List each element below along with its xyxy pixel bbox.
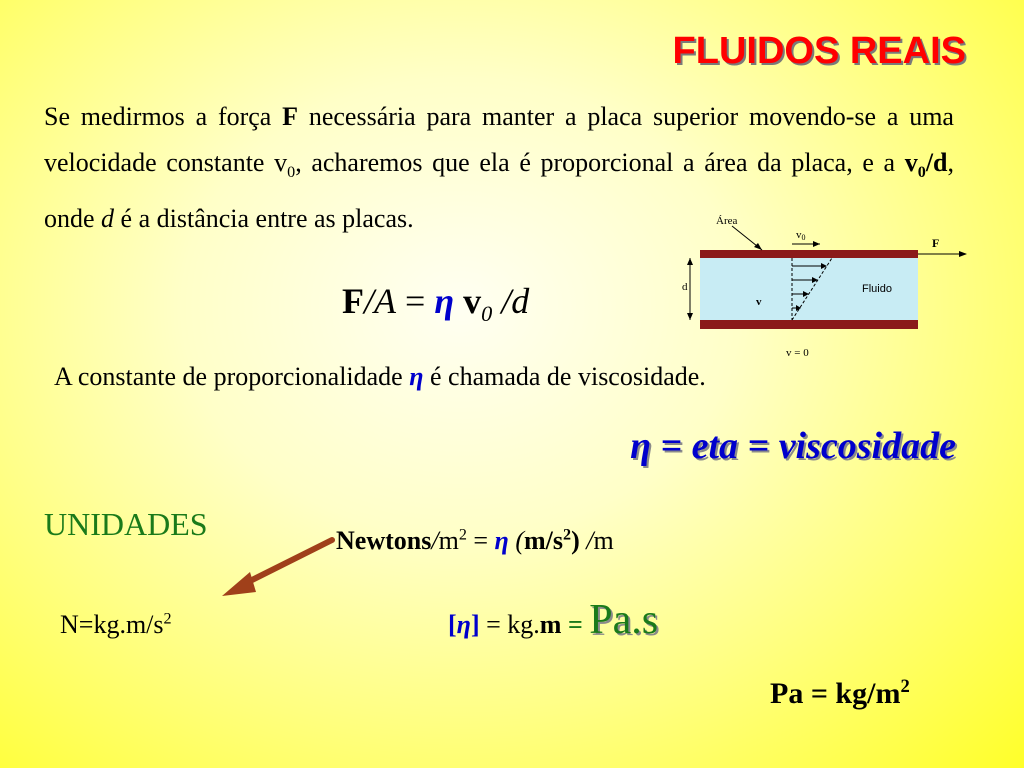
velocity-vector-1-head [821,263,827,269]
newton-definition-text: N=kg.m/s [60,610,164,639]
para-v0d-sub: 0 [917,164,926,182]
newtons-sup-2b: 2 [563,526,572,544]
v0-label-sub: 0 [802,233,806,242]
para-text-1: Se medirmos a força [44,102,283,131]
newtons-equals: = [466,526,495,555]
eta-units-equals-2: = [561,610,590,639]
eta-units-left-bracket: [ [448,610,457,639]
newton-definition-sup: 2 [163,610,172,628]
formula-slash-d: /d [492,281,530,321]
newtons-m2: m [593,526,614,555]
eta-definition: η = eta = viscosidade [630,425,956,467]
force-label: F [932,236,939,250]
para-force-symbol: F [282,102,299,131]
pascal-definition: Pa = kg/m2 [770,676,910,711]
constant-text-after: é chamada de viscosidade. [423,362,706,391]
v0-label: v0 [796,229,806,242]
eta-units-eta: η [456,610,471,639]
distance-label: d [682,281,688,293]
eta-units-equation: [η] = kg.m = Pa.s [448,596,658,644]
newtons-open-paren: ( [508,526,524,555]
velocity-profile [791,257,833,321]
pascal-definition-text: Pa = kg/m [770,677,901,710]
para-text-2: necessária para manter a placa superior … [44,102,954,177]
para-v0d: v0/d [904,148,948,181]
eta-units-right-bracket: ] [470,610,480,639]
slide-title: FLUIDOS REAIS [672,30,966,72]
newtons-slash-m: / [579,526,594,555]
velocity-label: v [756,296,762,308]
eta-units-equals: = kg. [479,610,540,639]
para-text-4: , onde [44,148,955,234]
para-sub-0: 0 [287,164,296,182]
upper-plate [700,250,918,258]
units-heading: UNIDADES [44,506,208,542]
formula-F: F [342,281,364,321]
newtons-slash: / [431,526,439,555]
newtons-m: m [438,526,459,555]
formula-v: v [454,281,482,321]
parallel-plates-diagram: Área v0 F d v Fluido v = 0 [682,215,967,359]
fluid-region [700,258,918,320]
para-v0d-d: /d [925,148,948,177]
distance-arrow-top [687,258,693,265]
newtons-ms: m/s [524,526,563,555]
fluid-label: Fluido [862,283,892,295]
zero-velocity-label: v = 0 [786,347,809,359]
newtons-equation: Newtons/m2 = η (m/s2) /m [336,526,614,556]
newtons-word: Newtons [336,526,432,555]
constant-sentence: A constante de proporcionalidade η é cha… [54,362,706,392]
velocity-vector-2-head [812,277,818,283]
newtons-sup-2: 2 [458,526,467,544]
newtons-eta: η [494,526,509,555]
para-text-3: , acharemos que ela é proporcional a áre… [295,148,905,177]
para-d-symbol: d [101,204,115,234]
para-text-5: é a distância entre as placas. [114,204,414,234]
formula-sub-0: 0 [481,301,493,327]
pascal-second: Pa.s [589,597,659,643]
constant-text-before: A constante de proporcionalidade [54,362,410,391]
v0-label-v: v [796,229,802,241]
pointer-arrow [222,537,335,596]
intro-paragraph: Se medirmos a força F necessária para ma… [44,94,954,242]
velocity-vector-3-head [803,291,809,297]
v0-arrow-head [813,241,820,247]
formula-slash-A: /A [364,281,396,321]
newtons-close-paren: ) [571,526,580,555]
distance-arrow-bottom [687,313,693,320]
lower-plate [700,320,918,329]
force-arrow-head [959,251,967,257]
viscosity-formula: F/A = η v0 /d [342,280,529,327]
eta-units-m: m [539,610,562,639]
pointer-arrow-shaft [237,537,335,589]
newton-definition: N=kg.m/s2 [60,610,172,640]
area-pointer-head [754,243,762,250]
pointer-arrow-head [222,572,256,596]
area-label: Área [716,215,737,227]
velocity-vector-4-head [796,305,801,311]
constant-eta: η [409,362,424,391]
formula-eta: η [434,281,455,321]
formula-equals: = [396,281,435,321]
pascal-definition-sup: 2 [900,676,910,697]
para-v0d-v: v [904,148,918,177]
